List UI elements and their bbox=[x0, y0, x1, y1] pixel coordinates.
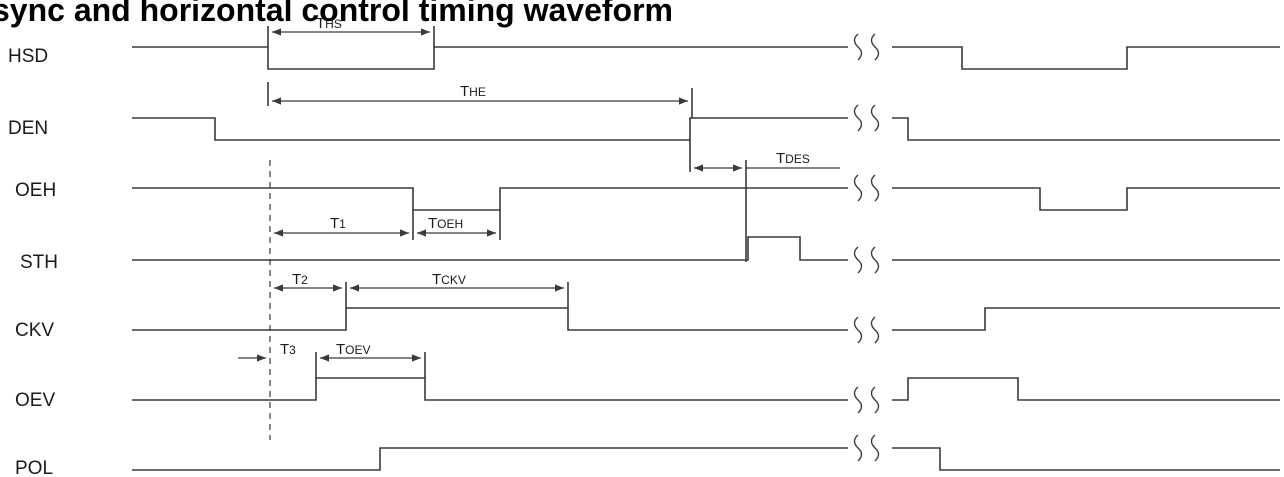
dimension-tdes bbox=[689, 140, 840, 262]
signal-label-sth: STH bbox=[20, 252, 58, 273]
dimension-toev bbox=[320, 352, 426, 378]
waveform-pol-after-break bbox=[892, 447, 1280, 471]
break-symbols bbox=[853, 33, 880, 462]
label-tckv: TCKV bbox=[432, 271, 466, 288]
dimension-tckv bbox=[350, 282, 569, 308]
signal-label-ckv: CKV bbox=[15, 320, 54, 341]
waveform-oev-after-break bbox=[892, 377, 1280, 401]
waveform-ckv bbox=[132, 307, 848, 331]
signal-label-hsd: HSD bbox=[8, 46, 48, 67]
label-tdes: TDES bbox=[776, 150, 810, 167]
dimension-the bbox=[267, 82, 693, 118]
dimension-ths bbox=[267, 26, 435, 47]
dimension-toeh bbox=[412, 210, 501, 240]
waveform-pol bbox=[132, 447, 848, 471]
label-t3: T3 bbox=[280, 341, 296, 358]
waveform-oeh-after-break bbox=[892, 187, 1280, 211]
signal-label-pol: POL bbox=[15, 458, 53, 477]
waveform-sth bbox=[132, 236, 848, 261]
label-t2: T2 bbox=[292, 271, 308, 288]
diagram-title: sync and horizontal control timing wavef… bbox=[0, 0, 673, 28]
waveform-hsd-after-break bbox=[892, 46, 1280, 70]
waveform-hsd bbox=[132, 46, 848, 70]
waveform-den bbox=[132, 117, 848, 141]
signal-label-oev: OEV bbox=[15, 390, 55, 411]
waveform-oev bbox=[132, 377, 848, 401]
label-ths: THS bbox=[316, 15, 342, 32]
waveform-den-after-break bbox=[892, 117, 1280, 141]
label-toeh: TOEH bbox=[428, 215, 463, 232]
dimension-t2 bbox=[274, 282, 347, 308]
label-toev: TOEV bbox=[336, 341, 371, 358]
waveform-ckv-after-break bbox=[892, 307, 1280, 331]
signal-label-oeh: OEH bbox=[15, 180, 56, 201]
label-t1: T1 bbox=[330, 215, 346, 232]
waveform-oeh bbox=[132, 187, 848, 211]
dimension-t3 bbox=[238, 352, 317, 378]
signal-label-den: DEN bbox=[8, 118, 48, 139]
label-the: THE bbox=[460, 83, 486, 100]
